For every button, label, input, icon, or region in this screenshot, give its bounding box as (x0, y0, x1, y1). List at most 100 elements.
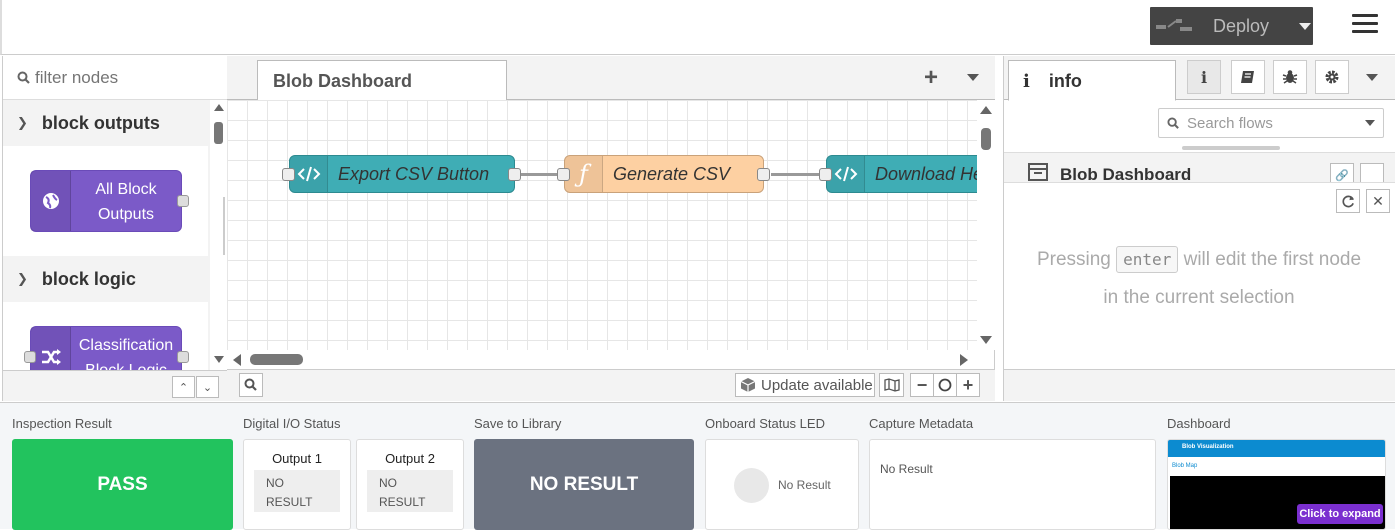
output-title: Output 1 (272, 451, 322, 466)
flow-node-generate-csv[interactable]: ƒ Generate CSV (557, 155, 770, 193)
category-label: block logic (41, 268, 136, 289)
scroll-down-icon[interactable] (214, 356, 224, 363)
output-value-line: NO (266, 476, 284, 490)
code-icon (827, 156, 865, 192)
add-flow-icon[interactable]: + (924, 64, 939, 91)
output-port[interactable] (757, 168, 770, 181)
category-body: Classification Block Logic (3, 302, 208, 370)
scroll-down-icon[interactable] (980, 336, 992, 344)
search-icon[interactable] (1360, 163, 1384, 182)
help-text-after: will edit the first node in the current … (1103, 249, 1362, 308)
hamburger-menu-icon[interactable] (1352, 14, 1378, 36)
category-label: block outputs (41, 112, 160, 133)
search-icon (1167, 116, 1179, 129)
zoom-reset-icon[interactable] (933, 373, 957, 397)
node-palette: ❯ block outputs All Block Outputs ❯ bloc… (2, 56, 227, 401)
flow-node-export-csv-button[interactable]: Export CSV Button (282, 155, 521, 193)
flow-canvas[interactable]: Export CSV Button ƒ Generate CSV Downloa… (227, 100, 977, 350)
search-icon[interactable] (239, 373, 263, 397)
click-to-expand-button[interactable]: Click to expand (1297, 504, 1383, 524)
flow-menu-chevron-icon[interactable] (967, 74, 979, 81)
palette-scrollbar[interactable] (210, 100, 227, 370)
scrollbar-thumb[interactable] (250, 354, 303, 365)
refresh-icon[interactable] (1336, 189, 1360, 213)
palette-node-classification-block-logic[interactable]: Classification Block Logic (24, 326, 189, 370)
chevron-down-icon: ❯ (17, 271, 28, 286)
update-available-button[interactable]: Update available (735, 373, 875, 397)
expand-all-icon[interactable]: ⌄ (196, 376, 219, 398)
scroll-up-icon[interactable] (980, 106, 992, 114)
tab-info[interactable]: i info (1008, 60, 1176, 101)
onboard-led-label: Onboard Status LED (705, 416, 825, 431)
chevron-down-icon[interactable] (1299, 22, 1311, 30)
update-label: Update available (761, 376, 873, 394)
info-icon[interactable]: i (1187, 60, 1221, 94)
capture-metadata-label: Capture Metadata (869, 416, 974, 431)
flow-node-download[interactable]: Download He (819, 155, 977, 193)
flow-icon (1028, 163, 1048, 181)
wire[interactable] (771, 173, 827, 176)
shuffle-icon (31, 327, 71, 370)
help-tip: Pressing enter will edit the first node … (1034, 241, 1364, 317)
map-icon[interactable] (879, 373, 904, 397)
deploy-label: Deploy (1213, 15, 1270, 36)
output-port[interactable] (177, 195, 189, 207)
gear-icon[interactable] (1315, 60, 1349, 94)
flow-name: Blob Dashboard (1060, 165, 1192, 182)
palette-node-all-block-outputs[interactable]: All Block Outputs (30, 170, 189, 232)
search-flows-field[interactable]: Search flows (1158, 108, 1384, 138)
tab-info-label: info (1048, 71, 1082, 91)
input-port[interactable] (24, 351, 36, 363)
led-status: No Result (778, 478, 831, 492)
metadata-value: No Result (880, 462, 933, 476)
palette-node-label: All Block Outputs (95, 181, 157, 223)
scroll-up-icon[interactable] (214, 104, 224, 111)
code-icon (290, 156, 328, 192)
flow-list-item[interactable]: Blob Dashboard 🔗 (1004, 152, 1395, 182)
preview-header: Blob Visualization (1168, 440, 1385, 457)
input-port[interactable] (282, 168, 295, 181)
dashboard-preview-card[interactable]: Blob Visualization Blob Map Click to exp… (1167, 439, 1386, 530)
chevron-down-icon[interactable] (1365, 120, 1375, 126)
canvas-vertical-scrollbar[interactable] (977, 100, 995, 350)
scroll-right-icon[interactable] (960, 354, 968, 366)
chevron-down-icon[interactable] (1366, 74, 1378, 81)
node-label: Export CSV Button (338, 163, 490, 184)
book-icon[interactable] (1231, 60, 1265, 94)
category-block-outputs[interactable]: ❯ block outputs (3, 100, 208, 146)
node-label: Generate CSV (613, 163, 731, 184)
save-to-library-button[interactable]: NO RESULT (474, 439, 694, 530)
input-port[interactable] (557, 168, 570, 181)
category-body: All Block Outputs (3, 146, 208, 256)
filter-nodes-input[interactable] (35, 67, 215, 88)
filter-nodes-field[interactable] (3, 56, 227, 100)
help-text-before: Pressing (1036, 249, 1111, 270)
collapse-all-icon[interactable]: ⌃ (172, 376, 195, 398)
workspace-footer: Update available − + (227, 369, 995, 401)
onboard-led-card: No Result (705, 439, 859, 530)
tab-blob-dashboard[interactable]: Blob Dashboard (257, 60, 507, 101)
zoom-in-icon[interactable]: + (956, 373, 980, 397)
deploy-icon (1150, 7, 1198, 45)
wire[interactable] (521, 173, 569, 176)
output-port[interactable] (508, 168, 521, 181)
deploy-button[interactable]: Deploy (1150, 7, 1313, 45)
close-icon[interactable]: ✕ (1366, 189, 1390, 213)
function-icon: ƒ (565, 156, 603, 192)
category-block-logic[interactable]: ❯ block logic (3, 256, 208, 302)
output-value-line: RESULT (266, 495, 313, 509)
input-port[interactable] (819, 168, 832, 181)
scrollbar-thumb[interactable] (214, 122, 223, 144)
dashboard-strip: Inspection Result PASS Digital I/O Statu… (0, 402, 1395, 530)
scrollbar-thumb[interactable] (981, 128, 991, 150)
capture-metadata-card: No Result (869, 439, 1156, 530)
debug-bug-icon[interactable] (1273, 60, 1307, 94)
zoom-out-icon[interactable]: − (910, 373, 934, 397)
top-header: Deploy (0, 0, 1395, 55)
canvas-horizontal-scrollbar[interactable] (227, 350, 977, 369)
link-icon[interactable]: 🔗 (1330, 163, 1354, 182)
output-port[interactable] (177, 351, 189, 363)
scroll-left-icon[interactable] (233, 354, 241, 366)
palette-node-label: Classification Block Logic (78, 337, 174, 370)
palette-footer: ⌃ ⌄ (3, 370, 227, 401)
